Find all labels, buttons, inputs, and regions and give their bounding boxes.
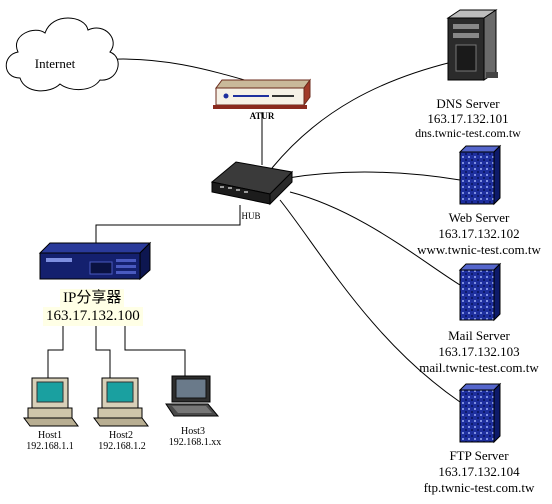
host1-name: Host1 xyxy=(38,430,62,441)
router-icon xyxy=(38,241,152,281)
mail-server-icon xyxy=(458,262,502,322)
link-router-host2 xyxy=(95,320,111,378)
mail-server-host: mail.twnic-test.com.tw xyxy=(419,360,539,375)
atur-modem-icon xyxy=(213,78,311,109)
ftp-server-ip: 163.17.132.104 xyxy=(438,464,520,479)
link-router-host1 xyxy=(47,320,64,378)
internet-label: Internet xyxy=(34,56,76,71)
host3-name: Host3 xyxy=(181,426,205,437)
host2-name: Host2 xyxy=(109,430,133,441)
host2-ip: 192.168.1.2 xyxy=(98,441,146,452)
dns-server-host: dns.twnic-test.com.tw xyxy=(415,126,521,140)
mail-server-ip: 163.17.132.103 xyxy=(438,344,520,359)
host1-ip: 192.168.1.1 xyxy=(26,441,74,452)
internet-cloud-icon xyxy=(5,17,119,92)
host3-laptop-icon xyxy=(165,375,220,417)
host3-ip: 192.168.1.xx xyxy=(168,437,222,448)
host2-computer-icon xyxy=(93,377,149,427)
link-hub-mail xyxy=(289,191,461,286)
link-hub-dns xyxy=(271,61,453,169)
ftp-server-icon xyxy=(458,382,502,444)
hub-label: HUB xyxy=(241,211,261,221)
atur-label: ATUR xyxy=(249,111,275,121)
link-hub-router xyxy=(95,205,241,248)
link-router-host3 xyxy=(124,320,186,378)
mail-server-name: Mail Server xyxy=(448,328,510,343)
host1-computer-icon xyxy=(23,377,79,427)
dns-server-icon xyxy=(446,9,498,81)
dns-server-ip: 163.17.132.101 xyxy=(427,111,509,126)
link-hub-ftp xyxy=(279,199,461,403)
ftp-server-name: FTP Server xyxy=(449,448,509,463)
connections xyxy=(47,58,461,403)
web-server-icon xyxy=(458,144,502,206)
hub-icon xyxy=(210,161,294,206)
dns-server-name: DNS Server xyxy=(436,96,500,111)
web-server-name: Web Server xyxy=(448,210,510,225)
router-name-label: IP分享器 xyxy=(60,289,125,308)
ftp-server-host: ftp.twnic-test.com.tw xyxy=(423,480,535,495)
link-hub-web xyxy=(287,171,461,181)
web-server-ip: 163.17.132.102 xyxy=(438,226,520,241)
router-ip-label: 163.17.132.100 xyxy=(43,307,143,326)
web-server-host: www.twnic-test.com.tw xyxy=(417,242,541,257)
